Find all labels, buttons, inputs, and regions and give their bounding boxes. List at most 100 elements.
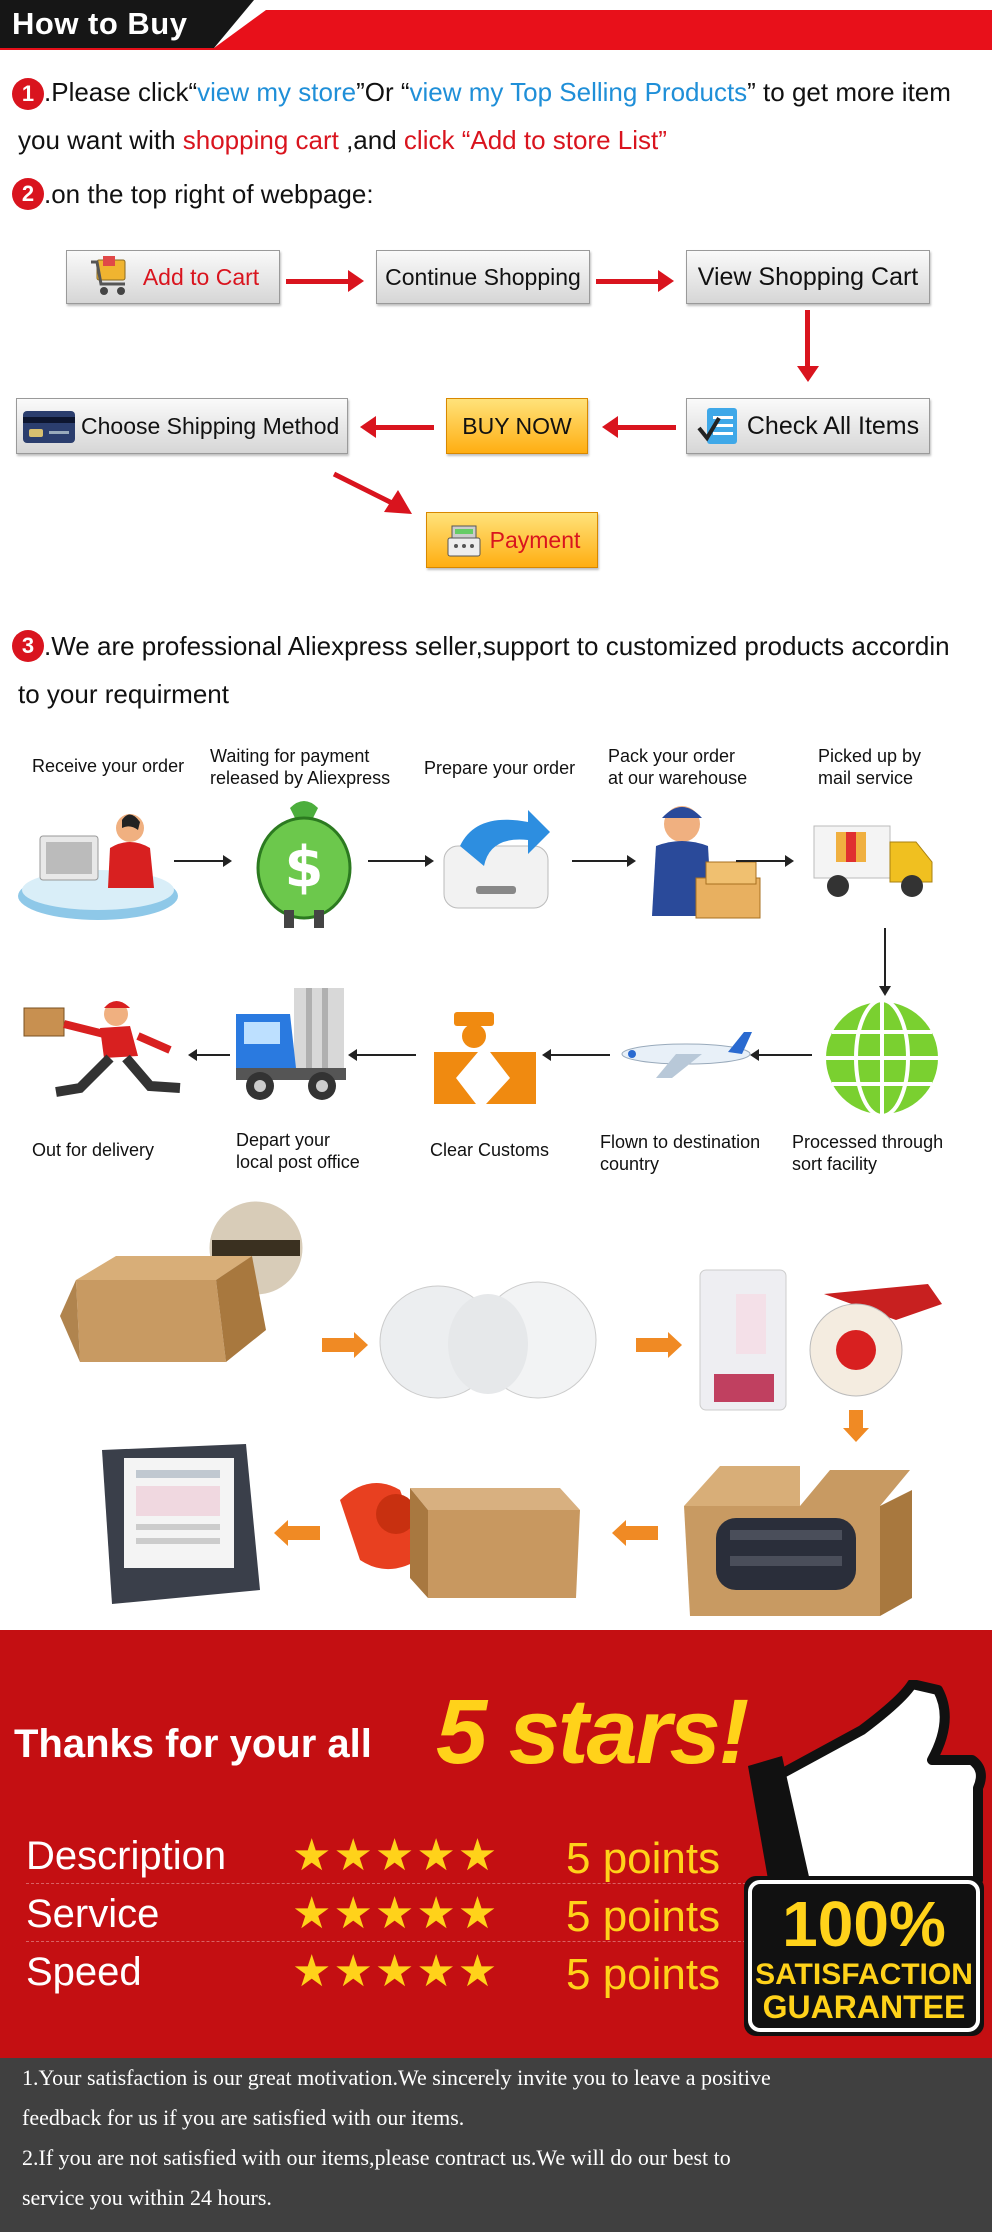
rating-name: Speed: [26, 1950, 142, 1994]
step-3-line-2: to your requirment: [18, 679, 229, 709]
airplane-icon: [621, 1032, 752, 1078]
view-shopping-cart-label: View Shopping Cart: [697, 262, 919, 291]
add-to-cart-button[interactable]: Add to Cart: [66, 250, 280, 304]
step-3-badge: 3: [12, 630, 44, 662]
choose-shipping-method-label: Choose Shipping Method: [81, 412, 340, 439]
label-sort-1: Processed through: [792, 1132, 944, 1152]
process-arrow-down: [884, 928, 886, 990]
view-shopping-cart-button[interactable]: View Shopping Cart: [686, 250, 930, 304]
badge-guarantee-text: GUARANTEE: [763, 1989, 966, 2025]
step-1-line-1-segment: ” to get more item: [747, 77, 951, 107]
money-bag-icon: $: [256, 801, 352, 928]
step-1-line-2-segment: ,and: [338, 125, 404, 155]
label-flown-1: Flown to destination: [600, 1132, 761, 1152]
label-receive-order: Receive your order: [32, 756, 185, 776]
packed-box-image: [684, 1466, 912, 1616]
rating-row-service: Service ★★★★★ 5 points: [26, 1886, 746, 1942]
label-sort-2: sort facility: [792, 1154, 878, 1174]
rating-points: 5 points: [566, 1834, 721, 1883]
credit-card-icon: [21, 405, 79, 447]
shopping-cart-icon: [87, 254, 133, 300]
step-2-text: .on the top right of webpage:: [44, 179, 374, 209]
badge-satisfaction-text: SATISFACTION: [755, 1958, 973, 1991]
step-1-line-1-segment: ”Or “: [356, 77, 410, 107]
step-3-line-1: .We are professional Aliexpress seller,s…: [44, 631, 950, 661]
process-arrow: [542, 1049, 610, 1061]
arrow-down: [805, 310, 810, 370]
rating-row-description: Description ★★★★★ 5 points: [26, 1828, 746, 1884]
process-arrow-down-head: [879, 986, 891, 996]
check-all-items-button[interactable]: Check All Items: [686, 398, 930, 454]
buy-now-label: BUY NOW: [462, 412, 572, 439]
cardboard-box-open-image: [60, 1200, 306, 1362]
step-1-line-1: .Please click“view my store”Or “view my …: [44, 76, 951, 108]
step-1-badge: 1: [12, 78, 44, 110]
continue-shopping-label: Continue Shopping: [385, 263, 581, 290]
step-2-badge: 2: [12, 178, 44, 210]
footer-line-4: service you within 24 hours.: [22, 2185, 272, 2210]
footer-line-1: 1.Your satisfaction is our great motivat…: [22, 2065, 771, 2090]
step-1-line-1-segment: .Please click“: [44, 77, 198, 107]
label-picked-1: Picked up by: [818, 746, 922, 766]
courier-running-icon: [23, 1001, 181, 1097]
arrow-diagonal: [332, 471, 412, 514]
process-arrow: [750, 1049, 812, 1061]
svg-text:$: $: [285, 835, 324, 900]
rating-stars: ★★★★★: [292, 1889, 500, 1938]
orange-arrow-down-head: [843, 1428, 869, 1442]
globe-sort-icon: [822, 998, 942, 1118]
add-to-cart-label: Add to Cart: [142, 263, 260, 290]
label-picked-2: mail service: [818, 768, 914, 788]
warehouse-worker-icon: [652, 806, 761, 919]
cash-register-icon: [444, 520, 484, 560]
step-1-line-2-segment: shopping cart: [182, 125, 339, 155]
step-1-line-2: you want with shopping cart ,and click “…: [18, 124, 667, 156]
step-1-line-2-segment: click “Add to store List”: [403, 125, 667, 155]
arrow-right: [596, 270, 674, 292]
process-arrow: [368, 855, 434, 867]
label-pack-2: at our warehouse: [608, 768, 748, 788]
label-out-for-delivery: Out for delivery: [32, 1140, 155, 1160]
process-arrow: [174, 855, 232, 867]
payment-button[interactable]: Payment: [426, 512, 598, 568]
arrow-left: [360, 416, 434, 438]
footer-line-2: feedback for us if you are satisfied wit…: [22, 2105, 465, 2130]
label-flown-2: country: [600, 1154, 660, 1174]
satisfaction-guarantee-badge: 100% SATISFACTION GUARANTEE: [744, 1680, 986, 2036]
badge-100-text: 100%: [782, 1888, 946, 1960]
step-1-line-1-segment[interactable]: view my store: [197, 77, 357, 107]
arrow-down-head: [797, 366, 819, 382]
footer-note: [0, 2058, 992, 2232]
rating-stars: ★★★★★: [292, 1947, 500, 1996]
rating-name: Service: [26, 1892, 160, 1936]
rating-points: 5 points: [566, 1950, 721, 1999]
computer-desk-icon: [18, 814, 178, 920]
download-tray-icon: [443, 810, 550, 909]
check-all-items-label: Check All Items: [746, 411, 920, 440]
arrow-left: [602, 416, 676, 438]
thumbs-up-icon: [748, 1680, 986, 1902]
shipping-bag-image: [102, 1444, 260, 1604]
rating-stars: ★★★★★: [292, 1831, 500, 1880]
customs-officer-icon: [434, 1012, 536, 1104]
step-1-line-1-segment[interactable]: view my Top Selling Products: [409, 77, 748, 107]
process-arrow: [572, 855, 636, 867]
orange-arrow-left: [612, 1520, 658, 1546]
label-prepare-order: Prepare your order: [424, 758, 576, 778]
thanks-text: Thanks for your all: [14, 1722, 372, 1766]
arrow-right: [286, 270, 364, 292]
page-title: How to Buy: [12, 6, 188, 41]
choose-shipping-method-button[interactable]: Choose Shipping Method: [16, 398, 348, 454]
continue-shopping-button[interactable]: Continue Shopping: [376, 250, 590, 304]
footer-line-3: 2.If you are not satisfied with our item…: [22, 2145, 731, 2170]
header-rule: [0, 48, 992, 50]
rating-points: 5 points: [566, 1892, 721, 1941]
label-depart-2: local post office: [236, 1152, 360, 1172]
rating-row-speed: Speed ★★★★★ 5 points: [26, 1944, 746, 2000]
buy-now-button[interactable]: BUY NOW: [446, 398, 588, 454]
orange-arrow-right: [636, 1332, 682, 1358]
label-waiting-2: released by Aliexpress: [210, 768, 391, 788]
header-red-bar: [214, 10, 992, 48]
header-black-tab: [0, 0, 254, 48]
sealing-box-image: [340, 1482, 580, 1598]
